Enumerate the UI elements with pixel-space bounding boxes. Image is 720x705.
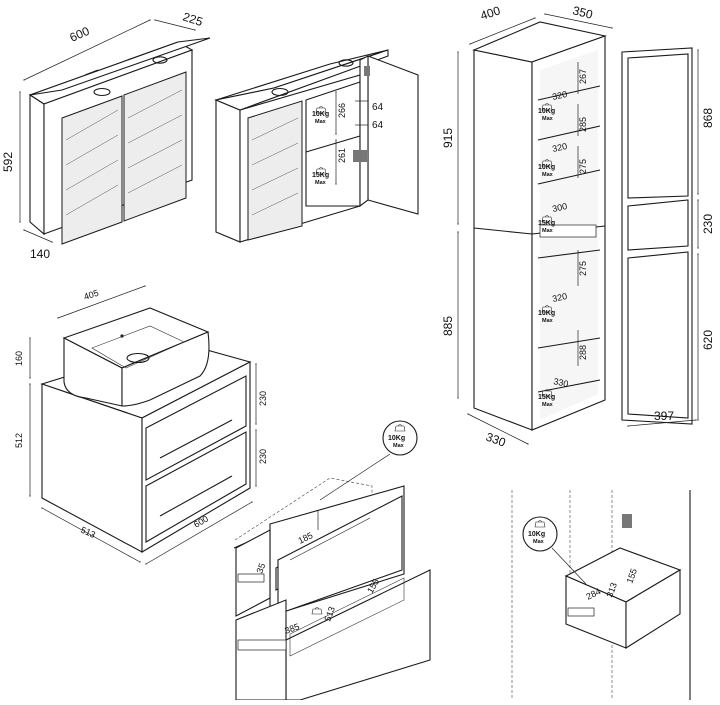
dim-mirror-width: 600 xyxy=(68,24,92,45)
svg-text:320: 320 xyxy=(551,141,568,154)
svg-text:512: 512 xyxy=(14,433,24,448)
svg-text:385: 385 xyxy=(283,621,301,636)
svg-text:Max: Max xyxy=(315,119,327,125)
svg-text:10Kg: 10Kg xyxy=(538,310,555,317)
svg-text:230: 230 xyxy=(258,391,268,406)
svg-text:397: 397 xyxy=(654,409,674,423)
svg-text:313: 313 xyxy=(604,581,619,599)
svg-text:10Kg: 10Kg xyxy=(538,164,555,171)
svg-text:513: 513 xyxy=(322,605,337,623)
svg-text:15Kg: 15Kg xyxy=(538,394,555,401)
svg-text:320: 320 xyxy=(551,89,568,102)
svg-text:15Kg: 15Kg xyxy=(312,172,329,179)
mirror-open-dims: 266 261 64 64 10Kg Max 15Kg Max xyxy=(312,91,384,186)
svg-text:261: 261 xyxy=(337,148,347,163)
dim-mirror-height: 592 xyxy=(1,152,15,172)
svg-text:Max: Max xyxy=(315,180,327,186)
tall-cabinet-open xyxy=(472,21,608,431)
dim-mirror-bottom-depth: 140 xyxy=(30,247,50,261)
svg-text:230: 230 xyxy=(258,449,268,464)
svg-text:513: 513 xyxy=(79,525,97,540)
svg-text:Max: Max xyxy=(533,539,545,545)
svg-text:275: 275 xyxy=(578,261,588,276)
svg-text:10Kg: 10Kg xyxy=(312,111,329,118)
open-drawers xyxy=(233,477,431,701)
tall-cabinet-drawer: 284 313 155 10Kg Max xyxy=(511,490,691,700)
svg-text:64: 64 xyxy=(372,120,384,131)
svg-text:Max: Max xyxy=(542,172,554,178)
tall-cabinet-front: 868 230 620 397 xyxy=(621,47,715,427)
svg-text:350: 350 xyxy=(571,3,594,22)
svg-text:Max: Max xyxy=(542,402,554,408)
svg-text:160: 160 xyxy=(14,351,24,366)
svg-text:868: 868 xyxy=(701,108,715,128)
dim-mirror-depth: 225 xyxy=(181,10,205,30)
svg-text:300: 300 xyxy=(551,201,568,214)
svg-text:620: 620 xyxy=(701,330,715,350)
svg-text:288: 288 xyxy=(578,345,588,360)
tall-cabinet-dims: 400 350 915 885 330 267 285 275 275 288 … xyxy=(441,3,613,450)
svg-text:15Kg: 15Kg xyxy=(538,220,555,227)
svg-text:330: 330 xyxy=(484,430,508,450)
mirror-cabinet-closed xyxy=(28,37,211,245)
svg-text:275: 275 xyxy=(578,159,588,174)
mirror-cabinet-open xyxy=(214,49,419,243)
svg-text:Max: Max xyxy=(542,116,554,122)
svg-text:10Kg: 10Kg xyxy=(528,531,545,538)
svg-text:330: 330 xyxy=(553,376,570,389)
svg-text:10Kg: 10Kg xyxy=(538,108,555,115)
vanity-unit xyxy=(40,307,252,553)
svg-text:400: 400 xyxy=(479,3,503,23)
svg-text:285: 285 xyxy=(578,117,588,132)
svg-text:Max: Max xyxy=(542,318,554,324)
svg-text:35: 35 xyxy=(254,562,267,575)
svg-text:320: 320 xyxy=(551,291,568,304)
svg-text:915: 915 xyxy=(441,128,455,148)
svg-text:Max: Max xyxy=(393,443,405,449)
svg-text:266: 266 xyxy=(337,103,347,118)
svg-text:10Kg: 10Kg xyxy=(388,435,405,442)
svg-text:Max: Max xyxy=(542,228,554,234)
mirror-dims: 600 225 592 140 xyxy=(1,10,205,261)
svg-text:64: 64 xyxy=(372,102,384,113)
drawer-dims: 185 35 155 385 513 10Kg Max xyxy=(254,420,418,636)
svg-text:405: 405 xyxy=(83,288,100,302)
svg-text:155: 155 xyxy=(624,567,639,585)
svg-text:885: 885 xyxy=(441,316,455,336)
svg-text:267: 267 xyxy=(578,69,588,84)
svg-text:230: 230 xyxy=(701,214,715,234)
